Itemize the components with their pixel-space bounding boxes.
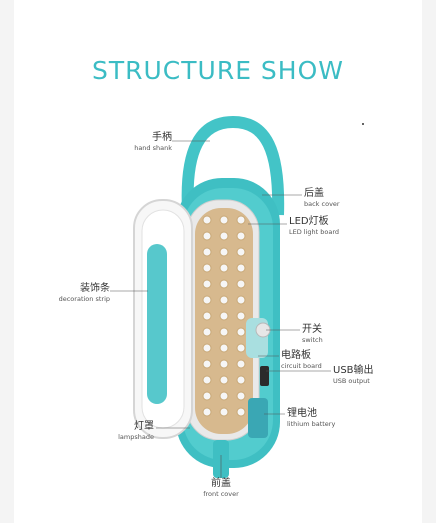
led-chip: [236, 231, 246, 241]
led-chip: [219, 311, 229, 321]
led-chip: [202, 407, 212, 417]
label-zh: 锂电池: [287, 408, 317, 419]
label-zh: LED灯板: [289, 216, 329, 227]
label-back-cover: 后盖 back cover: [304, 188, 384, 209]
label-decoration-strip: 装饰条 decoration strip: [50, 283, 110, 304]
label-circuit-board: 电路板 circuit board: [281, 350, 381, 371]
label-en: lithium battery: [287, 420, 336, 428]
led-chip: [202, 215, 212, 225]
label-en: USB output: [333, 377, 370, 385]
label-zh: USB输出: [333, 365, 374, 376]
led-chip: [236, 247, 246, 257]
led-chip: [219, 327, 229, 337]
led-chip: [219, 407, 229, 417]
label-usb-output: USB输出 USB output: [333, 365, 413, 386]
led-chip: [202, 263, 212, 273]
label-zh: 前盖: [211, 478, 231, 489]
led-chip: [202, 343, 212, 353]
stray-dot: [362, 123, 364, 125]
label-en: lampshade: [118, 433, 154, 441]
decoration-strip-shape: [147, 244, 167, 404]
label-lampshade: 灯罩 lampshade: [98, 421, 154, 442]
led-chip: [219, 343, 229, 353]
led-chip: [236, 295, 246, 305]
label-switch: 开关 switch: [302, 324, 382, 345]
led-chip: [236, 279, 246, 289]
label-en: back cover: [304, 200, 340, 208]
led-chip: [202, 311, 212, 321]
label-en: decoration strip: [58, 295, 110, 303]
led-chip: [219, 247, 229, 257]
battery-shape: [248, 398, 268, 438]
label-en: circuit board: [281, 362, 322, 370]
led-chip: [219, 215, 229, 225]
led-chip: [202, 231, 212, 241]
led-grid: [202, 215, 246, 417]
led-chip: [219, 391, 229, 401]
led-chip: [219, 231, 229, 241]
led-chip: [236, 215, 246, 225]
led-chip: [236, 263, 246, 273]
label-zh: 灯罩: [134, 421, 154, 432]
label-en: LED light board: [289, 228, 340, 236]
handle-shape: [181, 115, 285, 216]
label-front-cover: 前盖 front cover: [188, 478, 254, 499]
label-hand-shank: 手柄 hand shank: [118, 132, 172, 153]
led-chip: [236, 391, 246, 401]
usb-port-shape: [260, 366, 269, 386]
label-zh: 电路板: [281, 350, 311, 361]
led-chip: [202, 295, 212, 305]
led-chip: [236, 311, 246, 321]
led-chip: [219, 279, 229, 289]
label-zh: 手柄: [152, 132, 172, 143]
led-chip: [202, 247, 212, 257]
led-chip: [219, 263, 229, 273]
label-zh: 开关: [302, 324, 322, 335]
label-en: hand shank: [134, 144, 172, 152]
led-chip: [219, 295, 229, 305]
led-chip: [202, 375, 212, 385]
leader-lines: [110, 140, 331, 478]
label-zh: 装饰条: [80, 283, 110, 294]
led-chip: [236, 343, 246, 353]
label-lithium-battery: 锂电池 lithium battery: [287, 408, 377, 429]
led-chip: [202, 359, 212, 369]
page-title: STRUCTURE SHOW: [91, 56, 344, 85]
led-chip: [236, 407, 246, 417]
label-led-board: LED灯板 LED light board: [289, 216, 379, 237]
label-zh: 后盖: [304, 188, 324, 199]
led-chip: [236, 359, 246, 369]
led-chip: [236, 375, 246, 385]
led-chip: [219, 375, 229, 385]
led-chip: [202, 327, 212, 337]
led-chip: [202, 391, 212, 401]
led-chip: [219, 359, 229, 369]
led-chip: [236, 327, 246, 337]
label-en: switch: [302, 336, 323, 344]
led-chip: [202, 279, 212, 289]
label-en: front cover: [203, 490, 239, 498]
